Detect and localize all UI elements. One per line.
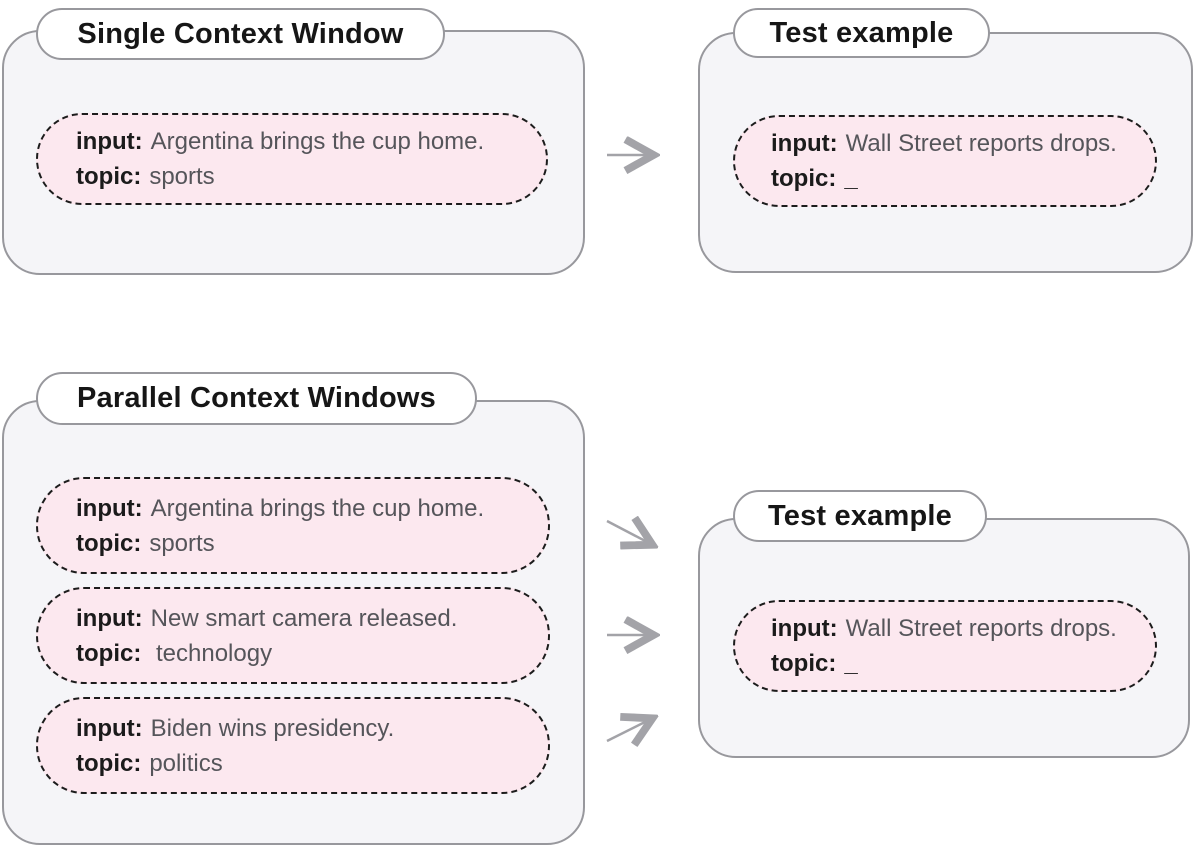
prompt-line: input: Wall Street reports drops. [771, 611, 1137, 646]
prompt-line: topic: _ [771, 646, 1137, 681]
input-label: input: [771, 130, 838, 157]
topic-label: topic: [771, 165, 837, 192]
prompt-line: input:New smart camera released. [76, 601, 530, 636]
prompt-line: input: Wall Street reports drops. [771, 126, 1137, 161]
topic-value: politics [149, 749, 223, 777]
test-example-bottom-title-pill: Test example [733, 490, 987, 542]
prompt-line: input:Biden wins presidency. [76, 711, 530, 746]
parallel-example-prompt-2: input:New smart camera released. topic: … [36, 587, 550, 684]
input-value: Argentina brings the cup home. [150, 128, 485, 155]
parallel-context-windows-title: Parallel Context Windows [76, 382, 437, 414]
prompt-line: topic: technology [76, 636, 530, 671]
prompt-line: input: Argentina brings the cup home. [76, 124, 528, 159]
prompt-line: topic:sports [76, 526, 530, 561]
input-value: Wall Street reports drops. [845, 130, 1117, 157]
input-label: input: [76, 128, 143, 155]
parallel-example-prompt-1: input:Argentina brings the cup home. top… [36, 477, 550, 574]
input-value: Wall Street reports drops. [845, 615, 1117, 642]
input-value: New smart camera released. [150, 604, 458, 632]
test-example-top-prompt: input: Wall Street reports drops. topic: _ [733, 115, 1157, 207]
prompt-line: topic:politics [76, 746, 530, 781]
arrow-parallel-3-to-test [606, 719, 651, 741]
single-context-window-title-pill: Single Context Window [36, 8, 445, 60]
topic-blank-value: _ [844, 165, 858, 192]
topic-value: sports [149, 163, 215, 190]
topic-label: topic: [76, 163, 142, 190]
parallel-context-windows-title-pill: Parallel Context Windows [36, 372, 477, 425]
input-value: Argentina brings the cup home. [150, 494, 485, 522]
prompt-line: input:Argentina brings the cup home. [76, 491, 530, 526]
test-example-top-title-pill: Test example [733, 8, 990, 58]
input-value: Biden wins presidency. [150, 714, 395, 742]
arrow-parallel-1-to-test [606, 521, 651, 544]
topic-label: topic: [76, 639, 142, 667]
input-label: input: [76, 714, 143, 742]
input-label: input: [76, 604, 143, 632]
parallel-example-prompt-3: input:Biden wins presidency. topic:polit… [36, 697, 550, 794]
single-context-window-title: Single Context Window [77, 17, 404, 50]
topic-label: topic: [771, 650, 837, 677]
prompt-line: topic: _ [771, 161, 1137, 196]
test-example-top-title: Test example [769, 16, 954, 49]
topic-label: topic: [76, 749, 142, 777]
input-label: input: [771, 615, 838, 642]
input-label: input: [76, 494, 143, 522]
topic-value: sports [149, 529, 215, 557]
topic-label: topic: [76, 529, 142, 557]
prompt-line: topic: sports [76, 159, 528, 194]
single-example-prompt: input: Argentina brings the cup home. top… [36, 113, 548, 205]
test-example-bottom-prompt: input: Wall Street reports drops. topic: _ [733, 600, 1157, 692]
topic-blank-value: _ [844, 650, 858, 677]
topic-value: technology [149, 639, 273, 667]
test-example-bottom-title: Test example [767, 499, 952, 532]
